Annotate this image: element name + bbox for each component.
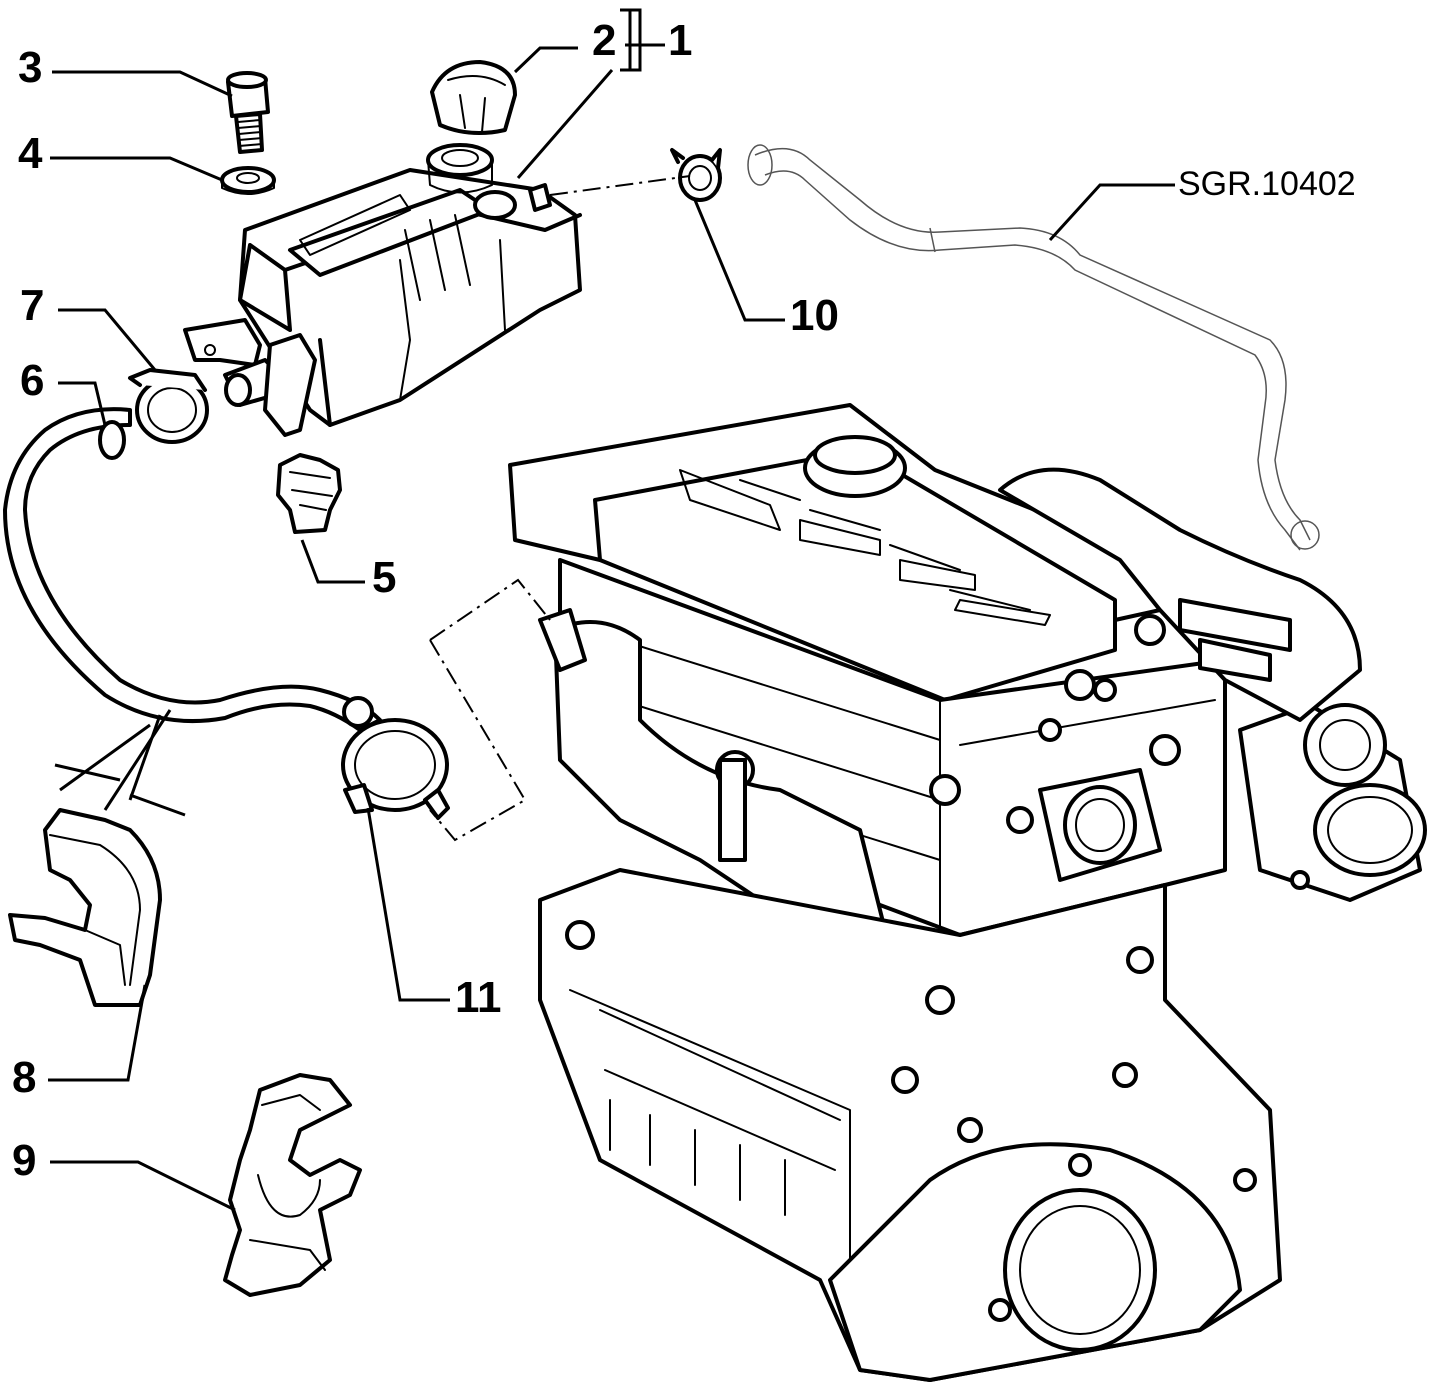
engine-block <box>508 403 1427 1382</box>
callout-11: 11 <box>455 973 502 1022</box>
hose-bracket <box>8 808 162 1007</box>
filler-cap <box>430 60 517 135</box>
coolant-hose <box>3 407 382 732</box>
callout-6: 6 <box>20 356 44 405</box>
hose-clamp <box>128 368 209 444</box>
callout-8: 8 <box>12 1053 36 1102</box>
callout-2: 2 <box>592 16 616 65</box>
callout-1: 1 <box>668 16 692 65</box>
washer <box>220 166 276 195</box>
reference-code: SGR.10402 <box>1178 165 1356 203</box>
bolt <box>226 71 270 154</box>
callout-7: 7 <box>20 281 44 330</box>
leader-lines <box>48 8 1175 1212</box>
callout-5: 5 <box>372 553 396 602</box>
reference-hose-outline <box>747 144 1320 551</box>
callout-9: 9 <box>12 1136 36 1185</box>
callout-labels: 1 2 3 4 5 6 7 8 9 10 11 SGR.10402 <box>12 16 1356 1185</box>
outlet-clamp <box>341 718 450 820</box>
callout-4: 4 <box>18 129 43 178</box>
hose-clip <box>223 1073 362 1297</box>
connector <box>276 453 342 534</box>
small-hose-clamp <box>670 148 722 202</box>
expansion-tank <box>183 143 582 437</box>
callout-10: 10 <box>790 291 839 340</box>
callout-3: 3 <box>18 43 42 92</box>
